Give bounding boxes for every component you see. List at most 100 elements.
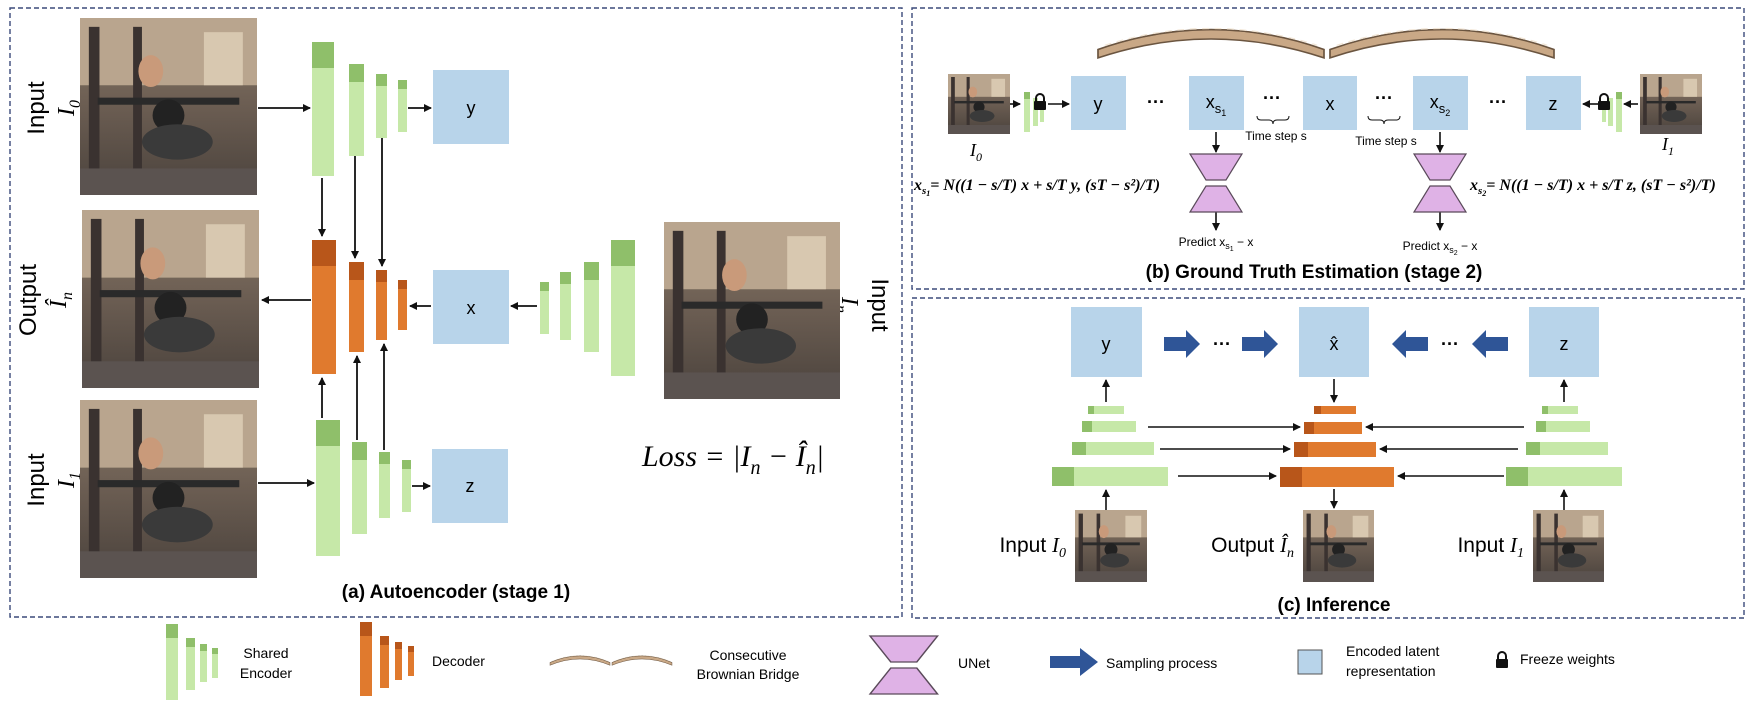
latent-xhat-text-c: x̂ bbox=[1330, 334, 1339, 354]
input-i0-label: Input I0 bbox=[23, 81, 84, 135]
legend-decoder-icon bbox=[360, 622, 414, 696]
frame-i1-small-image bbox=[1640, 74, 1702, 134]
latent-z-box-b bbox=[1526, 76, 1581, 130]
latent-z-box bbox=[432, 449, 508, 523]
latent-xs1-text: xs1 bbox=[1206, 92, 1227, 118]
output-in-label: Output În bbox=[15, 264, 76, 336]
ellipsis-b2: ··· bbox=[1263, 88, 1281, 108]
brownian-bridge-arch-2 bbox=[1329, 27, 1555, 59]
latent-x-text-b: x bbox=[1326, 94, 1335, 114]
svg-text:I1: I1 bbox=[54, 472, 84, 489]
panel-c-arrows bbox=[1102, 379, 1568, 512]
svg-text:In: In bbox=[832, 296, 862, 313]
latent-y-text-c: y bbox=[1102, 334, 1111, 354]
panel-a-frame bbox=[9, 7, 903, 618]
panel-b: y ··· xs1 ··· Time step s x ··· Time ste… bbox=[913, 27, 1716, 283]
svg-text:Input: Input bbox=[866, 278, 893, 332]
legend-unet-icon bbox=[869, 635, 939, 695]
panel-c: y x̂ z ··· ··· bbox=[999, 307, 1622, 616]
time-step-2: Time step s bbox=[1355, 134, 1417, 148]
latent-y-box-c bbox=[1071, 307, 1142, 377]
decoder-c-center bbox=[1280, 406, 1394, 487]
panel-a-title: (a) Autoencoder (stage 1) bbox=[342, 582, 570, 603]
latent-xhat-box-c bbox=[1299, 307, 1369, 377]
time-step-1: Time step s bbox=[1245, 129, 1307, 143]
latent-x-box bbox=[433, 270, 509, 344]
encoder-mini-right bbox=[1602, 92, 1622, 132]
input-i1-label: Input I1 bbox=[23, 453, 84, 507]
svg-text:Output: Output bbox=[15, 264, 42, 336]
panel-c-title: (c) Inference bbox=[1278, 595, 1391, 616]
frame-i0-image-c bbox=[1075, 510, 1147, 582]
svg-text:Input: Input bbox=[23, 81, 50, 135]
legend-encoder-icon bbox=[166, 624, 218, 700]
latent-y-text-b: y bbox=[1094, 94, 1103, 114]
frame-i0-small-image bbox=[948, 74, 1010, 134]
input-in-label: Input In bbox=[832, 278, 893, 332]
panel-a-arrows bbox=[258, 104, 537, 490]
equation-xs2: xs2= N((1 − s/T) x + s/T z, (sT − s²)/T) bbox=[1469, 177, 1716, 198]
frame-out-image-c bbox=[1303, 510, 1374, 582]
latent-x-box-b bbox=[1303, 76, 1357, 130]
panel-c-frame bbox=[911, 297, 1745, 619]
input-i0-label-c: Input I0 bbox=[999, 533, 1066, 561]
sampling-arrows bbox=[1164, 330, 1508, 358]
latent-z-text-b: z bbox=[1549, 94, 1558, 114]
panel-b-frame bbox=[911, 7, 1745, 290]
legend-bridge-icon-2 bbox=[611, 655, 673, 666]
frame-i1-image bbox=[80, 400, 257, 578]
i1-label-b: I1 bbox=[1661, 134, 1674, 158]
legend-freeze-label: Freeze weights bbox=[1520, 651, 1615, 667]
freeze-lock-right bbox=[1597, 93, 1611, 111]
latent-z-text: z bbox=[466, 476, 475, 496]
frame-i1-image-c bbox=[1533, 510, 1604, 582]
ellipsis-b4: ··· bbox=[1489, 92, 1507, 112]
encoder-bottom bbox=[316, 420, 411, 556]
encoder-c-right bbox=[1506, 406, 1622, 486]
legend-bridge-icon bbox=[549, 655, 611, 666]
panel-a: Input I0 Output În Input I1 Input In bbox=[15, 18, 893, 603]
ellipsis-b3: ··· bbox=[1375, 88, 1393, 108]
legend-decoder-label: Decoder bbox=[432, 653, 485, 669]
latent-xs2-text: xs2 bbox=[1430, 92, 1451, 118]
frame-in-input-image bbox=[664, 222, 840, 399]
predict-label-2: Predict xs2 − x bbox=[1403, 239, 1478, 257]
frame-in-output-image bbox=[82, 210, 259, 388]
legend-sampling-icon bbox=[1050, 648, 1098, 676]
unet-b2 bbox=[1413, 153, 1467, 213]
ellipsis-c2: ··· bbox=[1441, 334, 1459, 354]
brace-2 bbox=[1367, 115, 1401, 125]
panel-b-arrows bbox=[1010, 100, 1638, 231]
latent-y-text: y bbox=[467, 98, 476, 118]
svg-text:În: În bbox=[46, 292, 76, 309]
latent-y-box-b bbox=[1071, 76, 1126, 130]
ellipsis-c1: ··· bbox=[1213, 334, 1231, 354]
frame-i0-image bbox=[80, 18, 257, 195]
svg-text:Input: Input bbox=[23, 453, 50, 507]
svg-text:I0: I0 bbox=[54, 100, 84, 117]
legend-latent-icon bbox=[1297, 649, 1323, 675]
legend-unet-label: UNet bbox=[958, 655, 990, 671]
latent-xs2-box bbox=[1413, 76, 1468, 130]
ellipsis-b1: ··· bbox=[1147, 92, 1165, 112]
input-i1-label-c: Input I1 bbox=[1457, 533, 1524, 561]
output-in-label-c: Output În bbox=[1211, 533, 1294, 561]
brace-1 bbox=[1256, 115, 1290, 125]
predict-label-1: Predict xs1 − x bbox=[1179, 235, 1254, 253]
latent-xs1-box bbox=[1189, 76, 1244, 130]
latent-y-box bbox=[433, 70, 509, 144]
loss-equation: Loss = |In − În| bbox=[641, 440, 824, 479]
legend-lock-icon bbox=[1495, 651, 1509, 669]
panel-b-title: (b) Ground Truth Estimation (stage 2) bbox=[1146, 262, 1483, 283]
decoder-middle bbox=[312, 240, 407, 374]
equation-xs1: xs1= N((1 − s/T) x + s/T y, (sT − s²)/T) bbox=[913, 177, 1160, 198]
freeze-lock-left bbox=[1033, 93, 1047, 111]
encoder-c-left bbox=[1052, 406, 1168, 486]
encoder-top bbox=[312, 42, 407, 176]
i0-label-b: I0 bbox=[969, 140, 982, 164]
